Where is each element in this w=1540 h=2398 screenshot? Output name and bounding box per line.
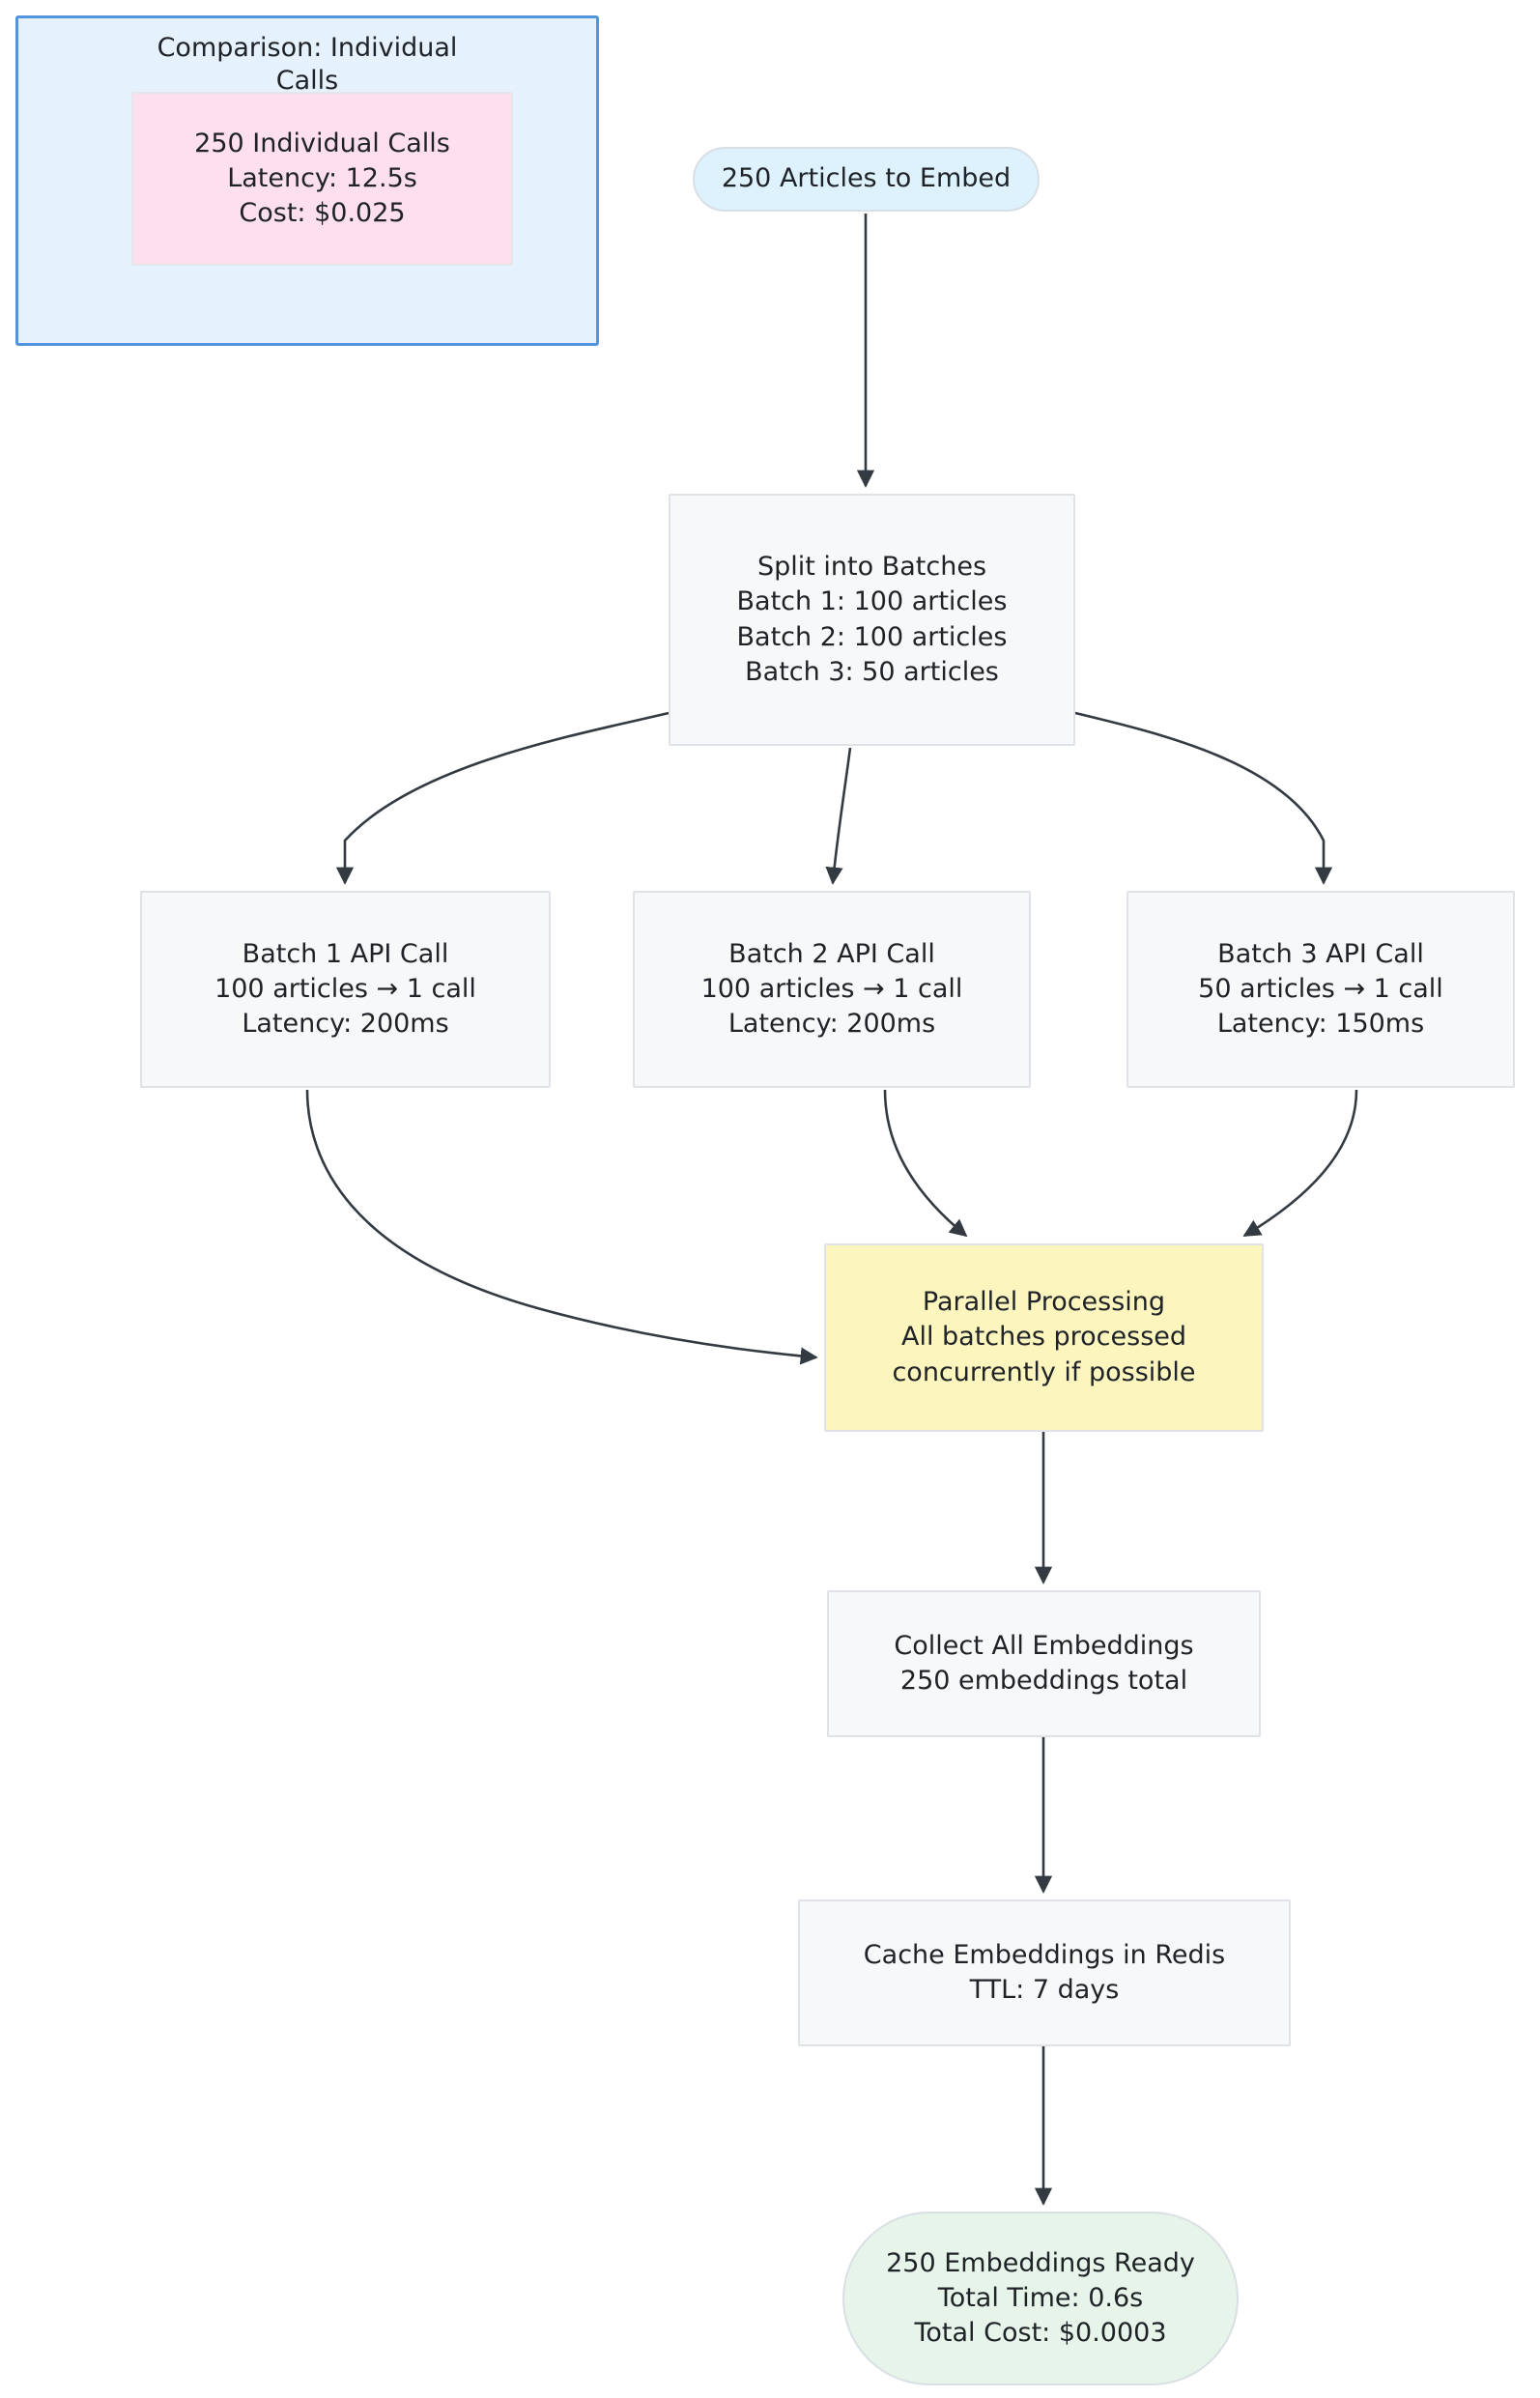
node-line: Batch 3 API Call <box>1217 938 1424 969</box>
node-line: Batch 3: 50 articles <box>745 656 999 687</box>
node-line: Split into Batches <box>756 552 987 583</box>
node-line: Latency: 150ms <box>1216 1009 1425 1040</box>
node-batch-1-api-call[interactable]: Batch 1 API Call 100 articles → 1 call L… <box>140 891 551 1088</box>
node-line: 100 articles → 1 call <box>700 973 963 1004</box>
edge-batch3-to-parallel <box>1242 1089 1358 1238</box>
node-line: Batch 1 API Call <box>242 938 449 969</box>
edge-batch2-to-parallel <box>883 1089 968 1238</box>
node-line: Batch 1: 100 articles <box>736 586 1008 617</box>
node-split-into-batches[interactable]: Split into Batches Batch 1: 100 articles… <box>669 494 1075 746</box>
node-parallel-processing[interactable]: Parallel Processing All batches processe… <box>824 1243 1264 1432</box>
node-cache-embeddings-redis[interactable]: Cache Embeddings in Redis TTL: 7 days <box>798 1899 1291 2046</box>
node-line: 250 Individual Calls <box>194 128 450 158</box>
edge-split-to-batch2 <box>825 747 852 885</box>
node-line: 250 Articles to Embed <box>721 163 1012 194</box>
node-line: Parallel Processing <box>922 1287 1166 1318</box>
node-line: Cost: $0.025 <box>239 198 406 229</box>
node-line: concurrently if possible <box>892 1356 1196 1387</box>
node-embeddings-ready[interactable]: 250 Embeddings Ready Total Time: 0.6s To… <box>842 2212 1239 2385</box>
node-line: Collect All Embeddings <box>894 1630 1194 1661</box>
node-line: Cache Embeddings in Redis <box>863 1939 1226 1970</box>
subgraph-title: Comparison: Individual Calls <box>157 33 458 96</box>
node-line: Batch 2: 100 articles <box>736 621 1008 652</box>
node-line: Total Time: 0.6s <box>937 2282 1144 2313</box>
node-batch-2-api-call[interactable]: Batch 2 API Call 100 articles → 1 call L… <box>633 891 1031 1088</box>
node-line: 50 articles → 1 call <box>1198 973 1443 1004</box>
node-line: 100 articles → 1 call <box>214 973 476 1004</box>
edge-split-to-batch3 <box>1074 711 1333 885</box>
node-line: Batch 2 API Call <box>728 938 935 969</box>
node-line: TTL: 7 days <box>969 1975 1120 2005</box>
node-line: Total Cost: $0.0003 <box>914 2318 1167 2349</box>
node-line: Latency: 200ms <box>242 1009 449 1040</box>
edge-split-to-batch1 <box>335 711 670 885</box>
node-individual-calls[interactable]: 250 Individual Calls Latency: 12.5s Cost… <box>131 92 513 266</box>
node-batch-3-api-call[interactable]: Batch 3 API Call 50 articles → 1 call La… <box>1126 891 1515 1088</box>
node-start-articles[interactable]: 250 Articles to Embed <box>693 147 1040 212</box>
edge-batch1-to-parallel <box>305 1089 818 1365</box>
node-line: Latency: 200ms <box>727 1009 936 1040</box>
subgraph-comparison: Comparison: Individual Calls 250 Individ… <box>15 15 599 346</box>
node-line: All batches processed <box>900 1322 1187 1353</box>
node-line: 250 embeddings total <box>899 1666 1188 1696</box>
node-line: 250 Embeddings Ready <box>886 2247 1195 2278</box>
node-line: Latency: 12.5s <box>227 162 417 193</box>
node-collect-all-embeddings[interactable]: Collect All Embeddings 250 embeddings to… <box>827 1590 1261 1737</box>
